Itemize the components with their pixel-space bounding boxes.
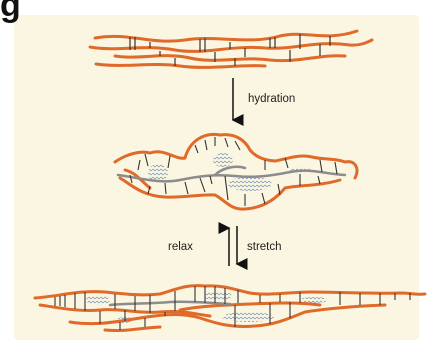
panel-letter: g [0, 0, 21, 25]
relax-label: relax [168, 241, 193, 253]
stretch-label: stretch [247, 241, 282, 253]
hydration-label: hydration [248, 93, 295, 105]
